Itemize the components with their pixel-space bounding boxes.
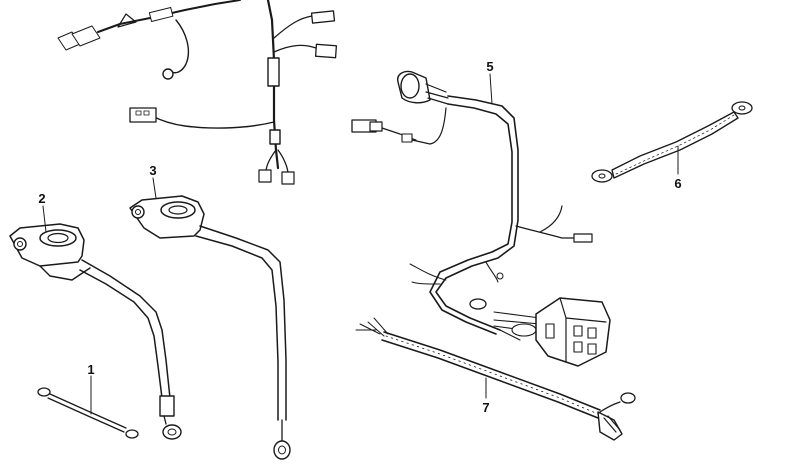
callout-7: 7 — [482, 400, 489, 415]
harness-grommet — [267, 57, 280, 87]
callout-3: 3 — [149, 163, 156, 178]
part-1-ground-wire — [37, 387, 139, 439]
part-2-battery-cable — [9, 223, 182, 440]
harness-ring-terminal — [162, 68, 174, 80]
callout-1: 1 — [87, 362, 94, 377]
part-5-wiring-harness — [351, 70, 611, 367]
part-3-battery-cable — [129, 195, 291, 460]
leader-2 — [42, 205, 47, 233]
main-wiring-harness — [57, 0, 338, 185]
leader-3 — [152, 177, 157, 199]
callout-5: 5 — [486, 59, 493, 74]
part-7-ring-terminal — [620, 392, 636, 404]
harness-plug-left-body — [71, 25, 101, 47]
harness-connector-a — [310, 10, 336, 24]
leader-5 — [489, 73, 493, 105]
callout-2: 2 — [38, 191, 45, 206]
part-6-ground-strap — [591, 101, 753, 183]
leader-lines — [42, 73, 679, 415]
callout-6: 6 — [674, 176, 681, 191]
harness-connector-b — [314, 43, 338, 59]
harness-connector-c — [129, 107, 157, 123]
part-7-cable — [355, 317, 636, 441]
callout-labels: 1 2 3 5 6 7 — [38, 59, 681, 415]
